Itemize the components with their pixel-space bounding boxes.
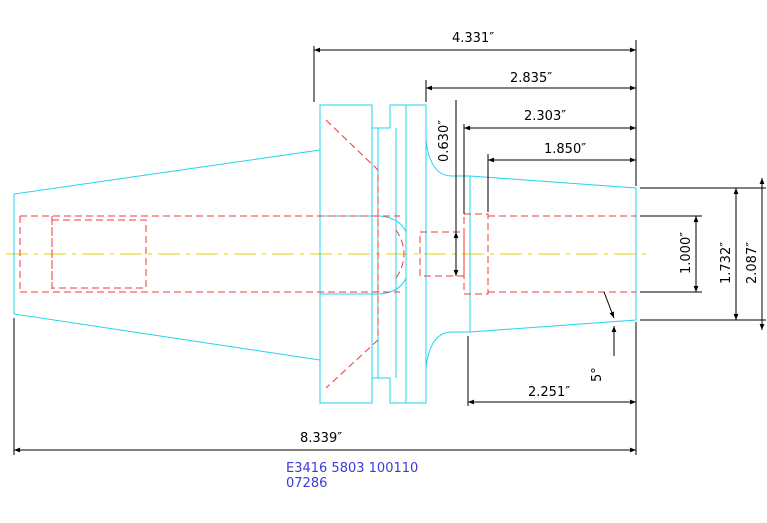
- dim-bore-depth: 2.303″: [524, 109, 566, 124]
- part-outline: [13, 104, 637, 404]
- hidden-features: [19, 119, 636, 389]
- part-code-note: E3416 5803 100110: [286, 461, 418, 476]
- dim-taper-angle: 5°: [590, 367, 605, 382]
- dim-neck-to-end: 2.835″: [510, 71, 552, 86]
- dim-nose-diameter: 1.732″: [719, 242, 734, 284]
- dim-flange-to-end: 4.331″: [452, 31, 494, 46]
- dim-taper-length: 2.251″: [528, 385, 570, 400]
- dim-neck-width: 0.630″: [437, 120, 452, 162]
- dim-overall-length: 8.339″: [300, 431, 342, 446]
- serial-note: 07286: [286, 476, 327, 491]
- dimension-labels: 8.339″ 4.331″ 2.835″ 2.303″ 1.850″ 2.251…: [300, 31, 760, 446]
- dim-body-diameter: 2.087″: [745, 242, 760, 284]
- dim-nose-length: 1.850″: [544, 142, 586, 157]
- dim-bore-diameter: 1.000″: [679, 232, 694, 274]
- dimension-lines: [13, 40, 766, 455]
